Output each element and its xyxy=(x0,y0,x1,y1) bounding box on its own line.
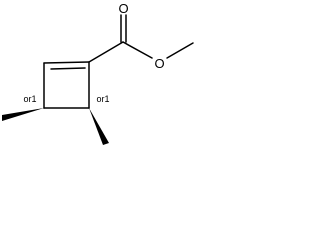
stereo-label-c4: or1 xyxy=(96,94,109,104)
chemical-structure-diagram: O O or1 or1 xyxy=(2,1,194,145)
wedge-bond-c4-methyl xyxy=(89,108,109,145)
ring-double-bond-c1-c2-inner xyxy=(50,67,86,70)
bond-c1-carbonyl-carbon xyxy=(88,41,124,63)
bond-ester-oxygen-to-methyl xyxy=(166,42,194,59)
bond-carbonyl-to-ester-oxygen xyxy=(122,41,153,59)
ester-oxygen-label: O xyxy=(154,56,164,71)
stereo-label-c3: or1 xyxy=(23,94,36,104)
wedge-bond-c3-methyl xyxy=(2,108,44,121)
ring-bond-c1-c2 xyxy=(43,61,90,64)
carbonyl-oxygen-label: O xyxy=(118,1,128,16)
